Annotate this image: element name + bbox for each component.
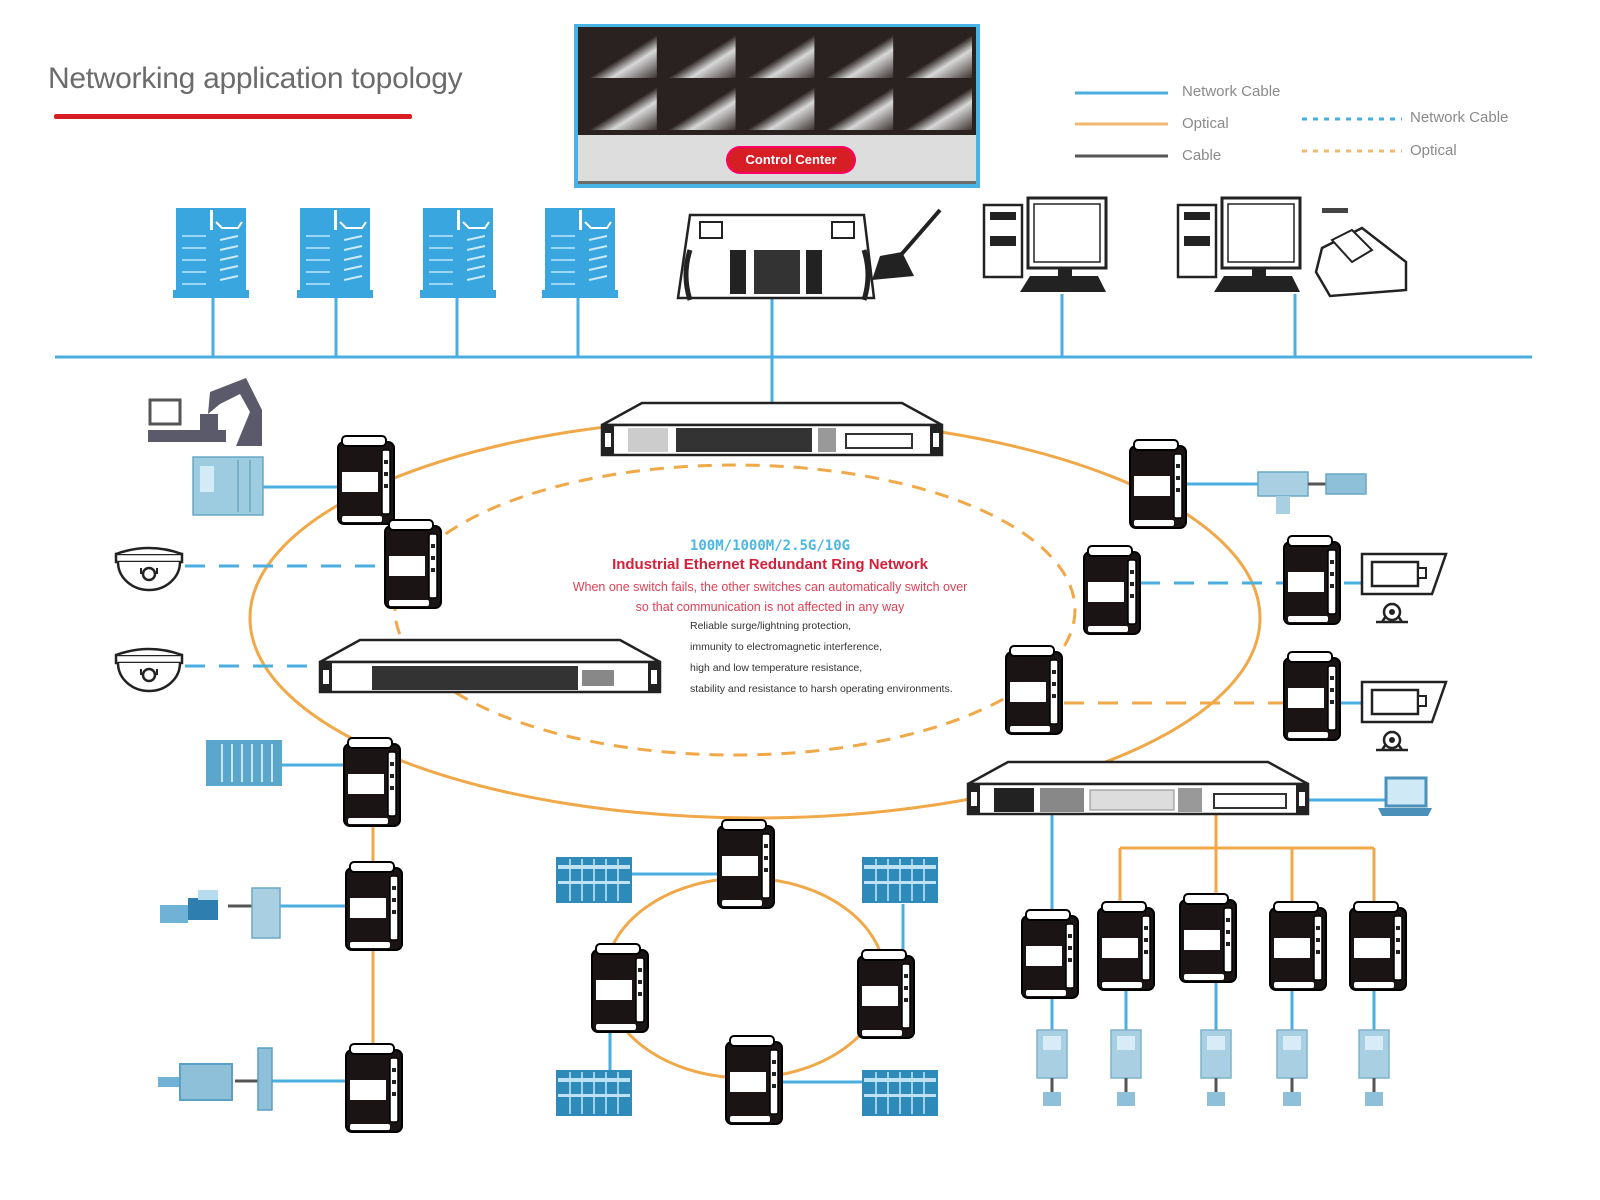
control-center [574,24,980,188]
box-camera-icon [1360,680,1448,752]
plc-module-icon [861,1069,939,1117]
switch-ports [628,428,913,452]
video-wall [581,30,972,130]
industrial-switch-icon [591,943,649,1033]
legend-label-network-cable-dashed: Network Cable [1410,109,1509,126]
top-network-bus [55,294,1532,410]
feature-item: stability and resistance to harsh operat… [690,683,953,695]
industrial-switch-icon [1021,909,1079,999]
ring-speed-label: 100M/1000M/2.5G/10G [689,538,851,554]
io-terminal-icon [1199,1028,1233,1108]
desktop-computer-printer-icon [1176,196,1408,298]
ring-description-line: When one switch fails, the other switche… [572,580,968,594]
server-rack-icon [172,207,250,299]
title-underline [54,114,412,119]
laptop-icon [1378,776,1432,816]
industrial-switch-icon [1083,545,1141,635]
video-wall-screen [896,82,972,130]
industrial-switch-icon [384,519,442,609]
industrial-switch-icon [717,819,775,909]
industrial-switch-icon [345,1043,403,1133]
video-wall-screen [581,82,657,130]
industrial-switch-icon [1179,893,1237,983]
industrial-switch-icon [857,949,915,1039]
ring-description: When one switch fails, the other switche… [510,577,1030,617]
feature-item: Reliable surge/lightning protection, [690,620,852,632]
io-rack-icon [206,740,282,786]
legend-label-optical-solid: Optical [1182,115,1229,132]
industrial-switch-icon [345,861,403,951]
plc-controller-icon [192,456,264,516]
video-wall-screen [817,82,894,130]
legend-label-optical-dashed: Optical [1410,142,1457,159]
plc-module-icon [555,856,633,904]
video-wall-screen [659,82,736,130]
industrial-switch-icon [725,1035,783,1125]
control-center-badge: Control Center [728,148,854,172]
video-wall-screen [817,30,894,78]
console-with-microphone-icon [676,208,942,301]
plc-module-icon [861,856,939,904]
switch-ports [372,666,614,690]
industrial-switch-icon [343,737,401,827]
motor-icon [158,1047,273,1111]
legend-label-network-cable-solid: Network Cable [1182,83,1281,100]
industrial-switch-icon [1283,651,1341,741]
page-title: Networking application topology [48,62,463,95]
video-wall-screen [659,30,736,78]
legend [1075,91,1402,158]
robot-arm-icon [148,378,262,446]
server-rack-icon [296,207,374,299]
feature-item: high and low temperature resistance, [690,662,863,674]
dome-camera-icon [114,546,184,592]
plc-module-icon [555,1069,633,1117]
industrial-switch-icon [1005,645,1063,735]
video-wall-screen [738,82,815,130]
industrial-switch-icon [1097,901,1155,991]
dome-camera-icon [114,647,184,693]
video-wall-screen [896,30,972,78]
industrial-switch-icon [1349,901,1407,991]
servo-motor-icon [1257,471,1367,514]
industrial-switch-icon [337,435,395,525]
switch-ports [994,788,1287,812]
ring-title: Industrial Ethernet Redundant Ring Netwo… [612,556,928,573]
feature-item: immunity to electromagnetic interference… [690,641,882,653]
ring-description-line: so that communication is not affected in… [635,600,905,614]
industrial-switch-icon [1129,439,1187,529]
desktop-computer-icon [982,196,1108,292]
io-terminal-icon [1035,1028,1069,1108]
video-wall-screen [738,30,815,78]
video-wall-screen [581,30,657,78]
io-terminal-icon [1275,1028,1309,1108]
box-camera-icon [1360,552,1448,624]
io-terminal-icon [1109,1028,1143,1108]
servo-drive-icon [160,887,281,939]
server-rack-icon [419,207,497,299]
legend-label-cable-solid: Cable [1182,147,1222,164]
io-terminal-icon [1357,1028,1391,1108]
optical-ring-inner-dashed [393,463,1077,757]
industrial-switch-icon [1269,901,1327,991]
server-rack-icon [541,207,619,299]
industrial-switch-icon [1283,535,1341,625]
